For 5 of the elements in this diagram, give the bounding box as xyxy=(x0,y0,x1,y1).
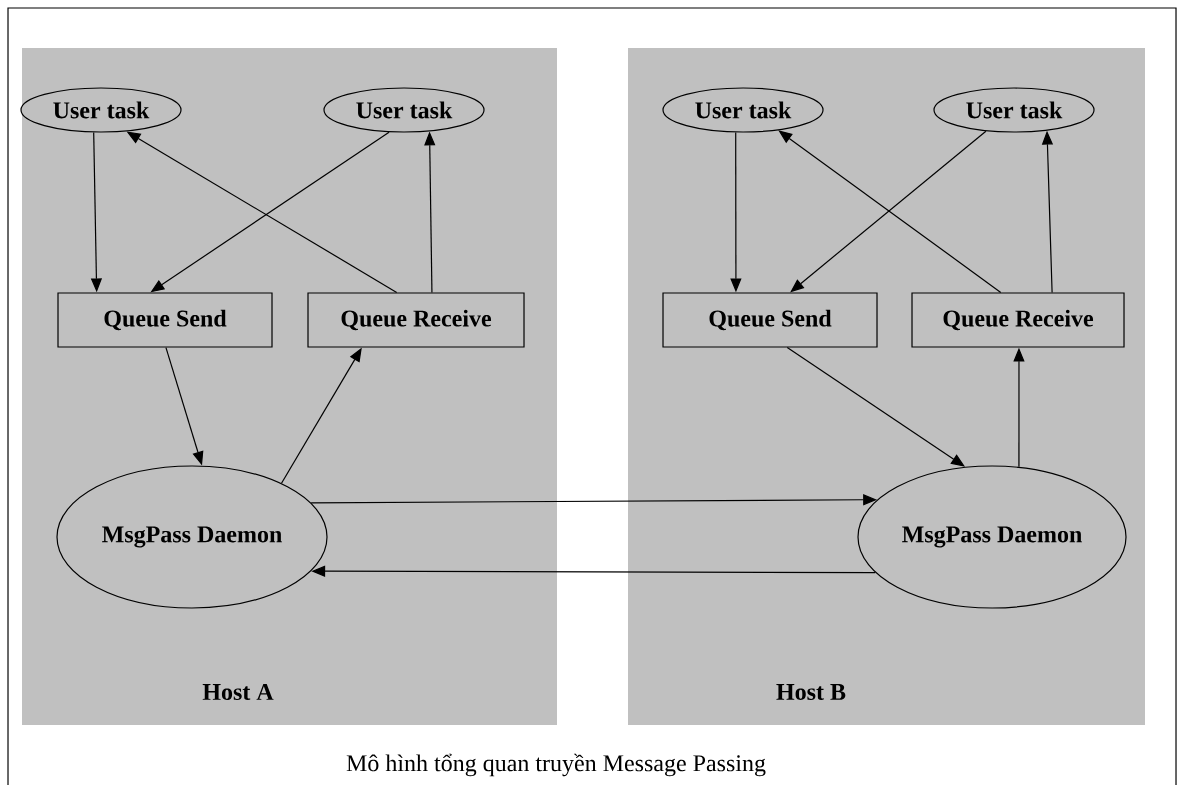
queue-box: Queue Receive xyxy=(911,292,1125,348)
queue-box: Queue Send xyxy=(662,292,878,348)
queue-box: Queue Send xyxy=(57,292,273,348)
caption: Mô hình tổng quan truyền Message Passing xyxy=(346,753,766,777)
queue-box: Queue Receive xyxy=(307,292,525,348)
